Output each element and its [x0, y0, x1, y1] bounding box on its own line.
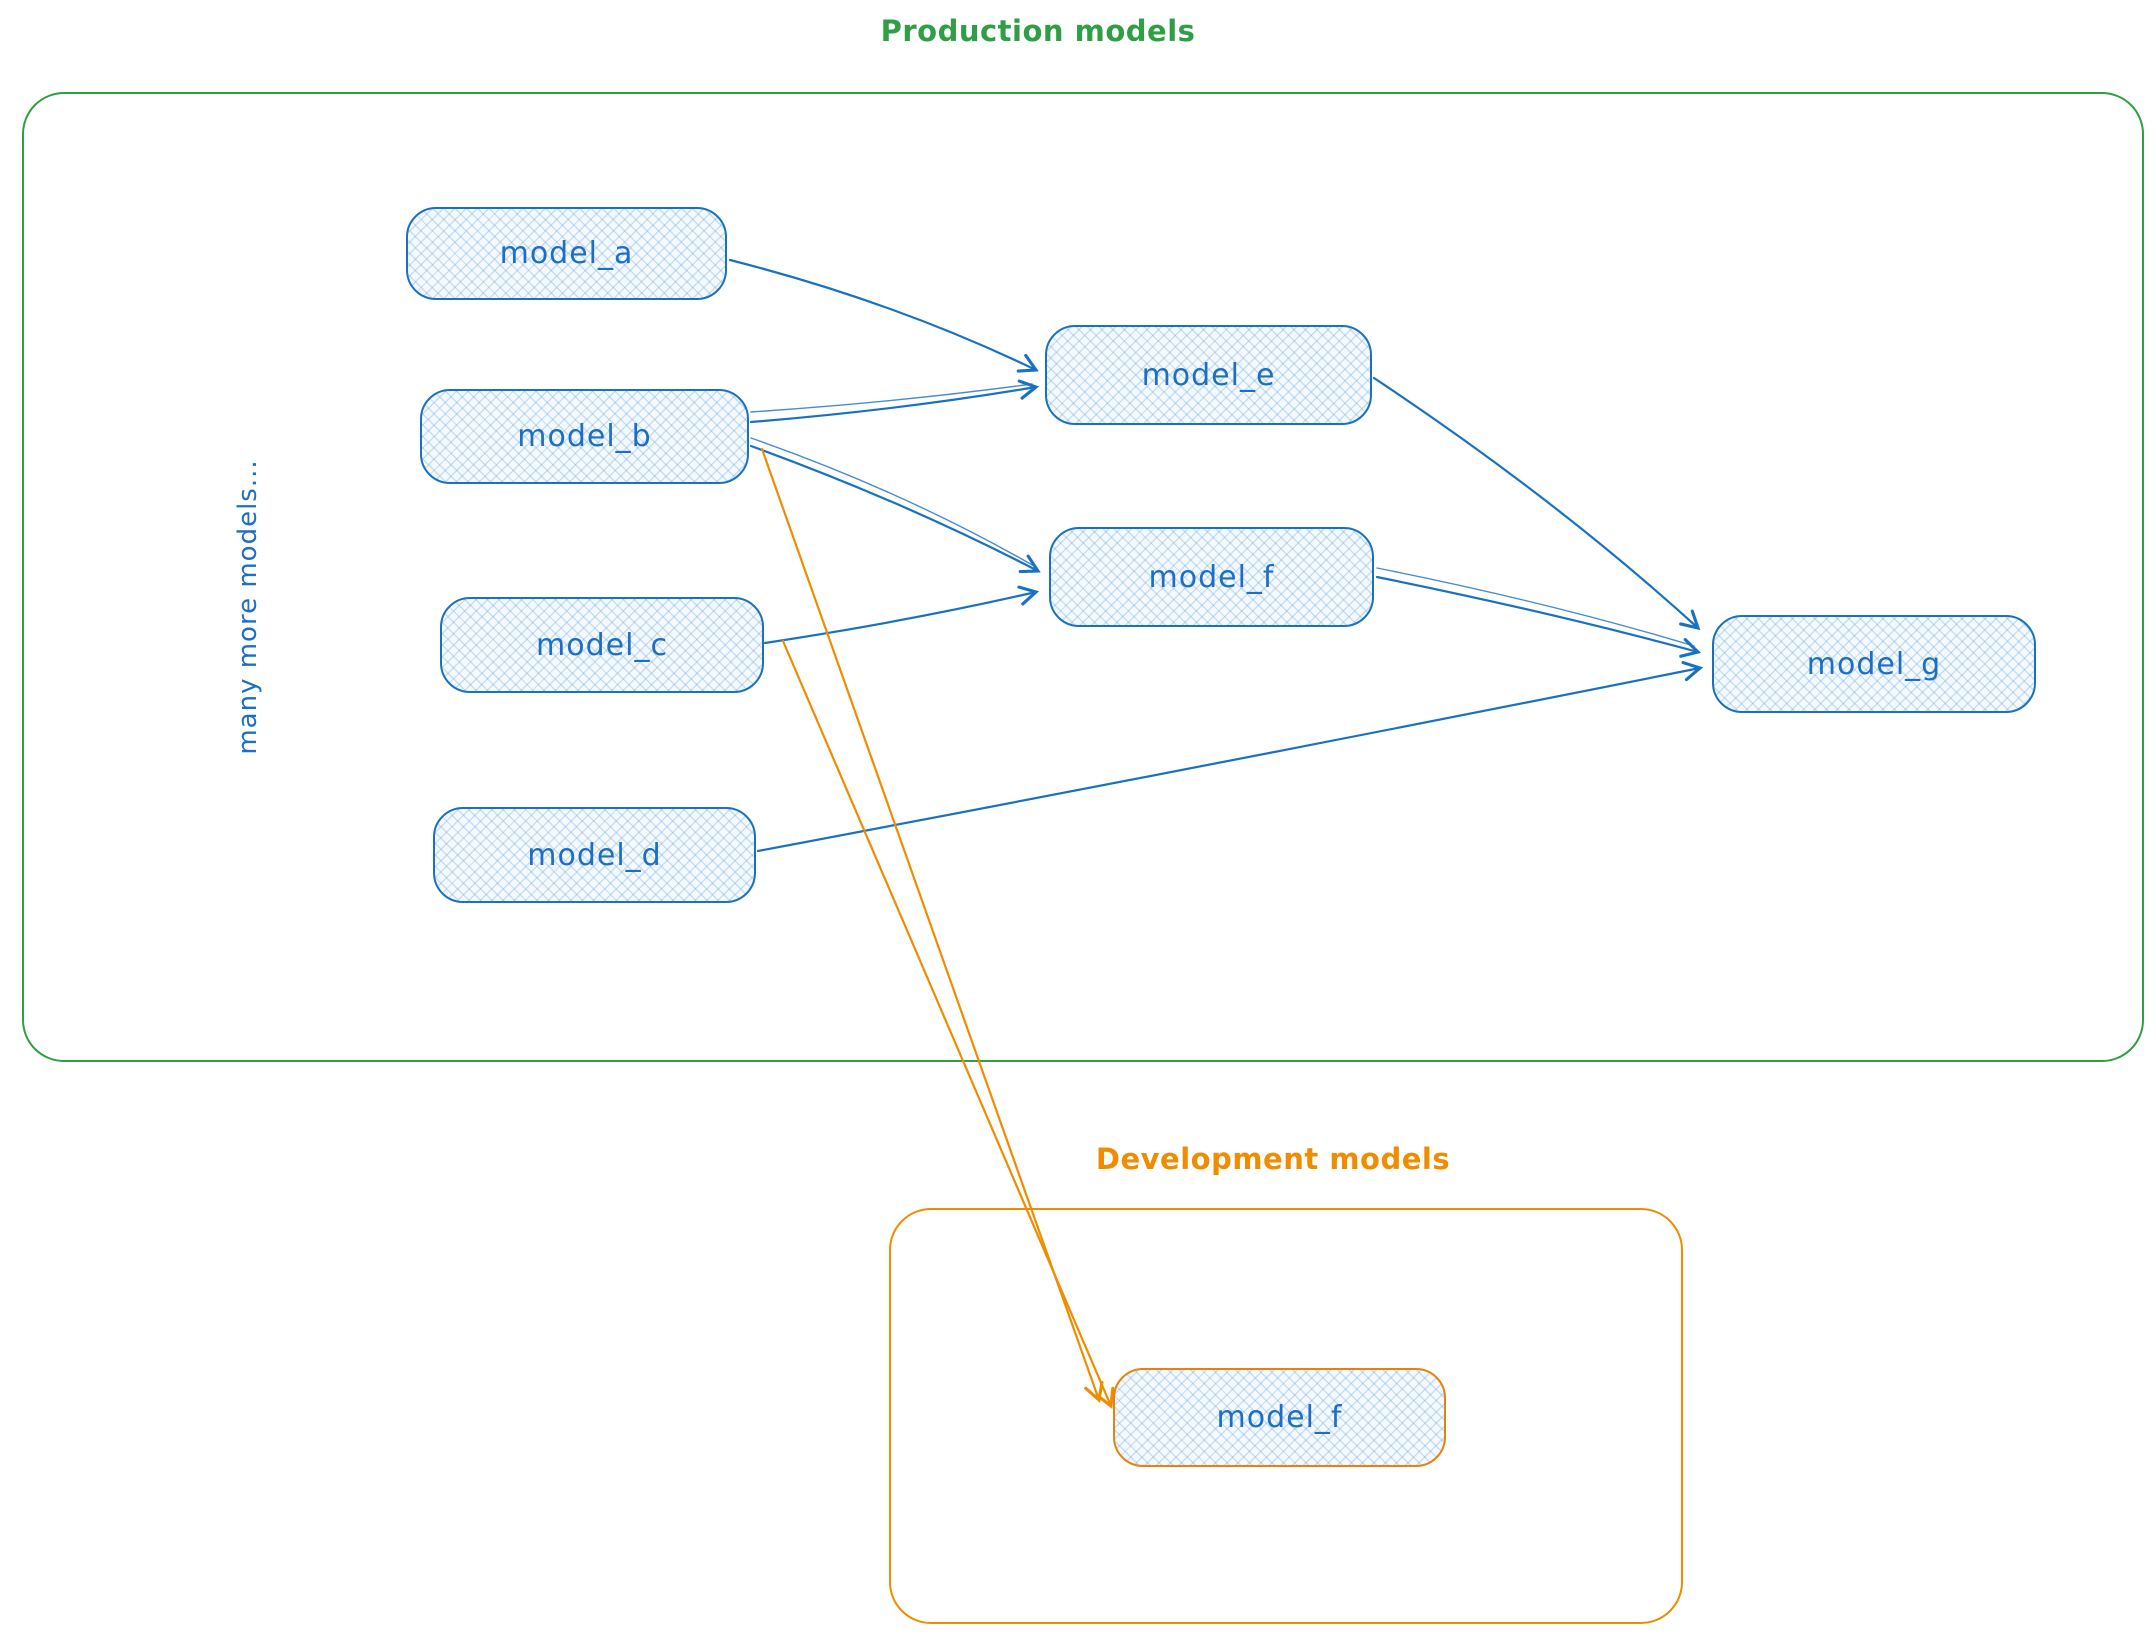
node-model-e-label: model_e [1141, 357, 1276, 393]
node-model-f-dev-label: model_f [1216, 1400, 1343, 1435]
development-group-box [889, 1208, 1683, 1624]
node-model-c: model_c [440, 597, 764, 693]
development-group-title: Development models [1095, 1142, 1451, 1176]
node-model-f-dev: model_f [1113, 1368, 1446, 1467]
node-model-g: model_g [1712, 615, 2036, 713]
node-model-f: model_f [1049, 527, 1374, 627]
node-model-c-label: model_c [536, 627, 668, 663]
node-model-a-label: model_a [499, 236, 634, 271]
node-model-g-label: model_g [1806, 646, 1942, 682]
many-more-models-label: many more models... [233, 459, 263, 755]
node-model-e: model_e [1045, 325, 1372, 425]
node-model-b-label: model_b [517, 419, 652, 454]
node-model-d: model_d [433, 807, 756, 903]
node-model-b: model_b [420, 389, 749, 484]
production-group-title: Production models [880, 14, 1196, 48]
node-model-f-label: model_f [1148, 559, 1275, 595]
node-model-a: model_a [406, 207, 727, 300]
node-model-d-label: model_d [527, 837, 662, 873]
